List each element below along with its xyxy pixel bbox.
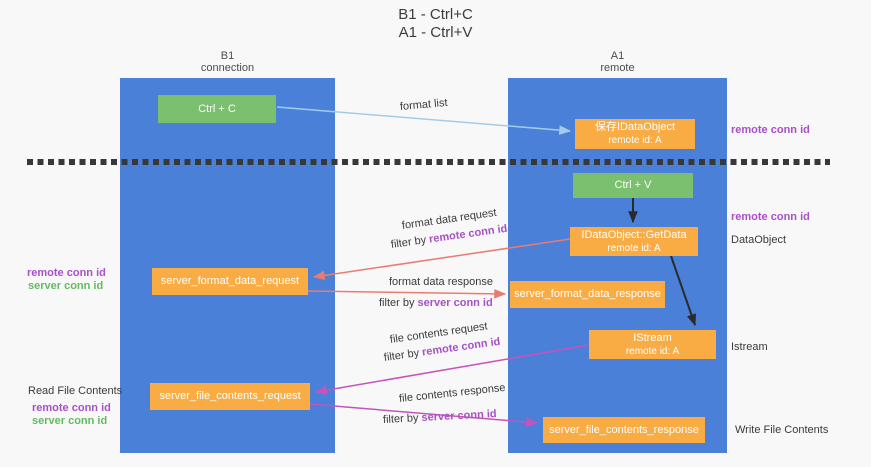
node-istream-line1: IStream bbox=[633, 331, 672, 344]
filter-by-text: filter by bbox=[383, 346, 423, 364]
node-save-idataobject: 保存IDataObject remote id: A bbox=[575, 119, 695, 149]
left-server-conn-id-label: server conn id bbox=[28, 280, 104, 292]
node-save-idataobject-line1: 保存IDataObject bbox=[594, 121, 676, 133]
lane-b1-subtitle: connection bbox=[200, 62, 255, 74]
node-ctrl-v-label: Ctrl + V bbox=[614, 179, 652, 191]
node-getdata-line2: remote id: A bbox=[607, 242, 661, 254]
node-idataobject-getdata: IDataObject::GetData remote id: A bbox=[570, 227, 698, 256]
node-ctrl-c-label: Ctrl + C bbox=[198, 102, 236, 115]
node-server-file-contents-request: server_file_contents_request bbox=[150, 383, 310, 410]
edge-filter-file-contents-response: filter by server conn id bbox=[383, 408, 497, 426]
node-server-file-contents-request-label: server_file_contents_request bbox=[159, 390, 301, 402]
edge-label-file-contents-response: file contents response bbox=[398, 381, 507, 405]
server-conn-id-text: server conn id bbox=[417, 297, 493, 309]
node-server-file-contents-response: server_file_contents_response bbox=[543, 417, 705, 443]
dataobject-label: DataObject bbox=[731, 234, 787, 246]
node-istream: IStream remote id: A bbox=[589, 330, 716, 359]
lane-b1-title: B1 bbox=[220, 50, 235, 62]
left-remote-conn-id-label-2: remote conn id bbox=[32, 402, 111, 414]
node-server-format-data-request: server_format_data_request bbox=[152, 268, 308, 295]
istream-label: Istream bbox=[731, 341, 768, 353]
write-file-contents-label: Write File Contents bbox=[735, 424, 829, 436]
node-server-format-data-response-label: server_format_data_response bbox=[514, 288, 661, 300]
lane-a1-subtitle: remote bbox=[600, 62, 635, 74]
copy-paste-separator-line bbox=[27, 159, 830, 165]
node-istream-line2: remote id: A bbox=[625, 345, 680, 357]
title-line-1: B1 - Ctrl+C bbox=[398, 6, 473, 23]
node-server-format-data-request-label: server_format_data_request bbox=[160, 275, 300, 287]
edge-label-format-data-response: format data response bbox=[389, 276, 493, 288]
node-server-format-data-response: server_format_data_response bbox=[510, 281, 665, 308]
server-conn-id-text: server conn id bbox=[421, 408, 497, 424]
edge-filter-format-data-response: filter by server conn id bbox=[379, 297, 493, 309]
node-server-file-contents-response-label: server_file_contents_response bbox=[549, 423, 699, 436]
right-remote-conn-id-label-2: remote conn id bbox=[731, 211, 810, 223]
arrow-format-data-response bbox=[307, 289, 507, 299]
node-ctrl-v: Ctrl + V bbox=[573, 173, 693, 198]
edge-label-format-list: format list bbox=[399, 96, 449, 113]
title-line-2: A1 - Ctrl+V bbox=[398, 24, 473, 41]
lane-header-b1: B1 connection bbox=[120, 50, 335, 74]
lane-a1-title: A1 bbox=[610, 50, 625, 62]
node-getdata-line1: IDataObject::GetData bbox=[581, 228, 687, 241]
node-ctrl-c: Ctrl + C bbox=[158, 95, 276, 123]
lane-header-a1: A1 remote bbox=[508, 50, 727, 74]
filter-by-text: filter by bbox=[382, 411, 422, 426]
filter-by-text: filter by bbox=[390, 233, 430, 251]
left-server-conn-id-label-2: server conn id bbox=[32, 415, 108, 427]
right-remote-conn-id-label-1: remote conn id bbox=[731, 124, 810, 136]
diagram-title: B1 - Ctrl+C A1 - Ctrl+V bbox=[0, 6, 871, 42]
left-remote-conn-id-label: remote conn id bbox=[27, 267, 106, 279]
filter-by-text: filter by bbox=[379, 297, 418, 309]
node-save-idataobject-line2: remote id: A bbox=[608, 135, 662, 146]
read-file-contents-label: Read File Contents bbox=[28, 385, 123, 397]
